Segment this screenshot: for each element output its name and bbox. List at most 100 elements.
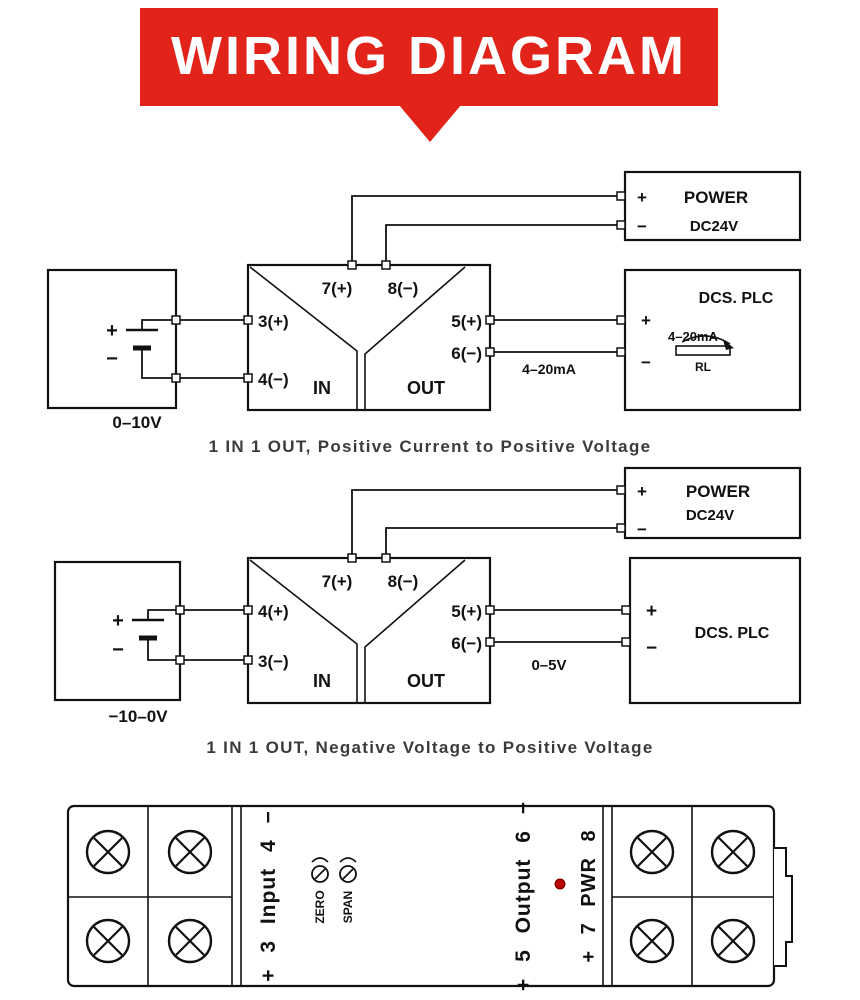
d1-module-divider-right: [364, 266, 466, 409]
d2-module-divider-right: [364, 559, 466, 702]
d2-source: + − −10–0V: [53, 560, 244, 726]
d1-load-resistor: [675, 345, 731, 356]
d1-dcs-outline: [623, 268, 802, 412]
d1-wire-7-to-power-plus: [351, 195, 617, 261]
d2-caption: 1 IN 1 OUT, Negative Voltage to Positive…: [206, 738, 653, 757]
d2-terminal-6: [485, 637, 495, 647]
d1-module: 7(+) 8(−) 3(+) 4(−) 5(+) 6(−) IN OUT: [243, 260, 495, 412]
screw-terminal-icon[interactable]: [710, 918, 756, 964]
d2-label-8: 8(−): [388, 572, 419, 591]
screw-terminal-icon[interactable]: [85, 829, 131, 875]
d2-dcs-plus-terminal: [621, 605, 631, 615]
d2-terminal-3: [243, 655, 253, 665]
d1-load-wiper-arrow: [681, 335, 731, 345]
module-panel: + 3 Input 4 − ZERO SPAN + 5 Output 6 − +…: [66, 801, 793, 991]
d1-terminal-4: [243, 373, 253, 383]
d1-dcs-minus: −: [641, 353, 651, 372]
d1-power-minus-terminal: [616, 220, 626, 230]
d1-wire-source-minus: [141, 348, 244, 379]
d2-power-box-outline: [623, 466, 802, 540]
d2-terminal-7: [347, 553, 357, 563]
d1-power-plus: +: [637, 188, 647, 207]
panel-input-label: + 3 Input 4 −: [257, 810, 280, 982]
d1-dcs-plus: +: [641, 311, 651, 330]
din-clip: [774, 847, 793, 967]
d2-wire-7-to-power-plus: [351, 489, 617, 554]
d1-terminal-3: [243, 315, 253, 325]
diagram-2: + POWER DC24V − 7(+) 8(−) 4(+) 3(−) 5(+): [53, 466, 802, 757]
left-terminal-block: [68, 806, 242, 986]
d2-power-voltage: DC24V: [686, 507, 734, 524]
power-led-icon: [554, 878, 566, 890]
d1-terminal-6: [485, 347, 495, 357]
d2-power-minus-terminal: [616, 523, 626, 533]
screw-terminal-icon[interactable]: [629, 918, 675, 964]
d2-dcs-outline: [628, 556, 802, 705]
d2-dcs-plus: +: [646, 601, 657, 622]
d2-power-minus: −: [637, 520, 647, 539]
screw-terminal-icon[interactable]: [629, 829, 675, 875]
d1-power-box: + POWER − DC24V: [616, 170, 802, 242]
d2-dcs-title: DCS. PLC: [695, 625, 770, 642]
d1-terminal-5: [485, 315, 495, 325]
panel-labels: + 3 Input 4 − ZERO SPAN + 5 Output 6 − +…: [257, 801, 600, 991]
d1-dcs-title: DCS. PLC: [699, 290, 774, 307]
d1-terminal-7: [347, 260, 357, 270]
d1-dcs-box: DCS. PLC + − 4–20mA RL: [616, 268, 802, 412]
d1-power-title: POWER: [684, 188, 748, 207]
d2-wire-source-plus: [147, 609, 244, 620]
d2-power-box: + POWER DC24V −: [616, 466, 802, 540]
d2-module-outline: [246, 556, 492, 705]
d2-power-title: POWER: [686, 482, 750, 501]
screw-terminal-icon[interactable]: [167, 918, 213, 964]
d1-label-7: 7(+): [322, 279, 353, 298]
d2-out-label: OUT: [407, 671, 445, 691]
d2-source-plus: +: [112, 610, 124, 632]
d1-module-divider-left: [249, 266, 358, 409]
panel-outline: [66, 804, 776, 988]
panel-zero-label: ZERO: [313, 890, 327, 923]
d2-terminal-4: [243, 605, 253, 615]
panel-output-label: + 5 Output 6 −: [512, 801, 535, 991]
d2-source-minus: −: [112, 639, 124, 661]
d1-power-wires: [351, 195, 617, 261]
screw-terminal-icon[interactable]: [710, 829, 756, 875]
d1-terminal-8: [381, 260, 391, 270]
d2-power-plus-terminal: [616, 485, 626, 495]
d1-dcs-load-name: RL: [695, 360, 711, 374]
banner: WIRING DIAGRAM: [140, 8, 718, 142]
d2-source-bottom-terminal: [175, 655, 185, 665]
d2-source-outline: [53, 560, 182, 702]
d1-source-outline: [46, 268, 178, 410]
d1-dcs-load-range: 4–20mA: [668, 329, 718, 344]
d1-power-plus-terminal: [616, 191, 626, 201]
d1-label-3: 3(+): [258, 312, 289, 331]
screw-terminal-icon[interactable]: [85, 918, 131, 964]
d2-wire-source-minus: [147, 638, 244, 661]
diagram-1: + POWER − DC24V 7(+) 8(−) 3(+) 4(−) 5(+): [46, 170, 802, 456]
d1-load-wiper-arrowhead: [723, 340, 734, 350]
d2-terminal-8: [381, 553, 391, 563]
d2-source-range: −10–0V: [108, 707, 168, 726]
d1-label-6: 6(−): [451, 344, 482, 363]
d1-power-voltage: DC24V: [690, 218, 738, 235]
d2-label-3: 3(−): [258, 652, 289, 671]
d1-power-box-outline: [623, 170, 802, 242]
d1-source-minus: −: [106, 348, 118, 370]
d1-source-plus: +: [106, 320, 118, 342]
banner-title: WIRING DIAGRAM: [171, 26, 687, 86]
d2-label-7: 7(+): [322, 572, 353, 591]
d2-power-wires: [351, 489, 617, 554]
d2-in-label: IN: [313, 671, 331, 691]
screw-terminal-icon[interactable]: [167, 829, 213, 875]
d1-wire-label: 4–20mA: [522, 361, 576, 377]
d1-label-4: 4(−): [258, 370, 289, 389]
d2-dcs-box: + − DCS. PLC: [621, 556, 802, 705]
d1-power-minus: −: [637, 217, 647, 236]
d2-wire-8-to-power-minus: [385, 527, 617, 554]
panel-pwr-label: + 7 PWR 8: [578, 829, 600, 962]
banner-pointer: [399, 105, 461, 142]
d2-dcs-minus-terminal: [621, 637, 631, 647]
